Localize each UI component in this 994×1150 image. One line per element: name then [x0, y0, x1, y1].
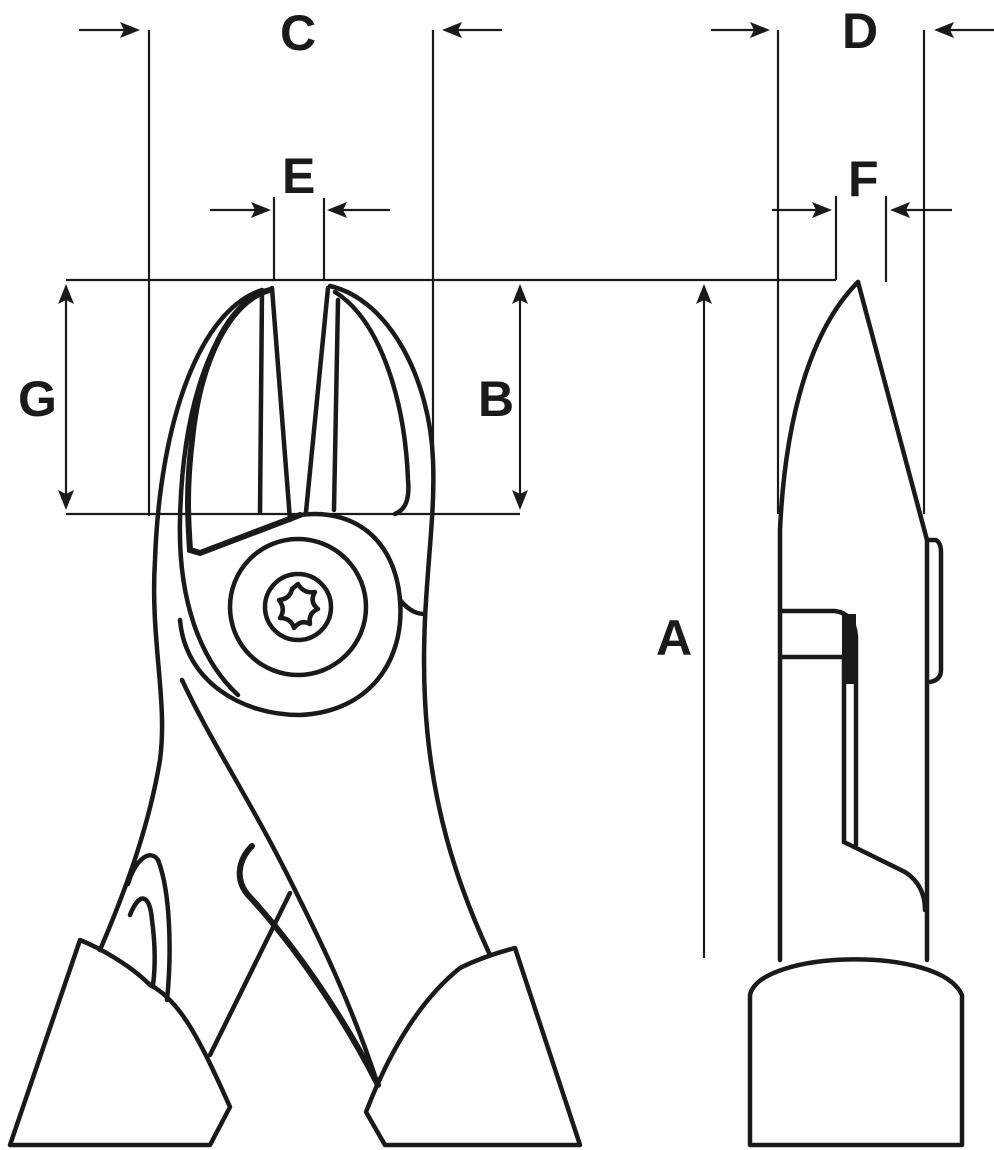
pliers-front-view — [7, 283, 583, 1148]
dimension-labels: C E D F G B A — [18, 3, 879, 666]
label-e: E — [282, 148, 315, 204]
label-f: F — [848, 151, 879, 207]
label-a: A — [656, 610, 692, 666]
dimension-lines — [58, 22, 994, 958]
label-c: C — [280, 5, 316, 61]
label-b: B — [478, 371, 514, 427]
label-g: G — [18, 371, 57, 427]
label-d: D — [842, 3, 878, 59]
pliers-side-view — [747, 279, 965, 1148]
